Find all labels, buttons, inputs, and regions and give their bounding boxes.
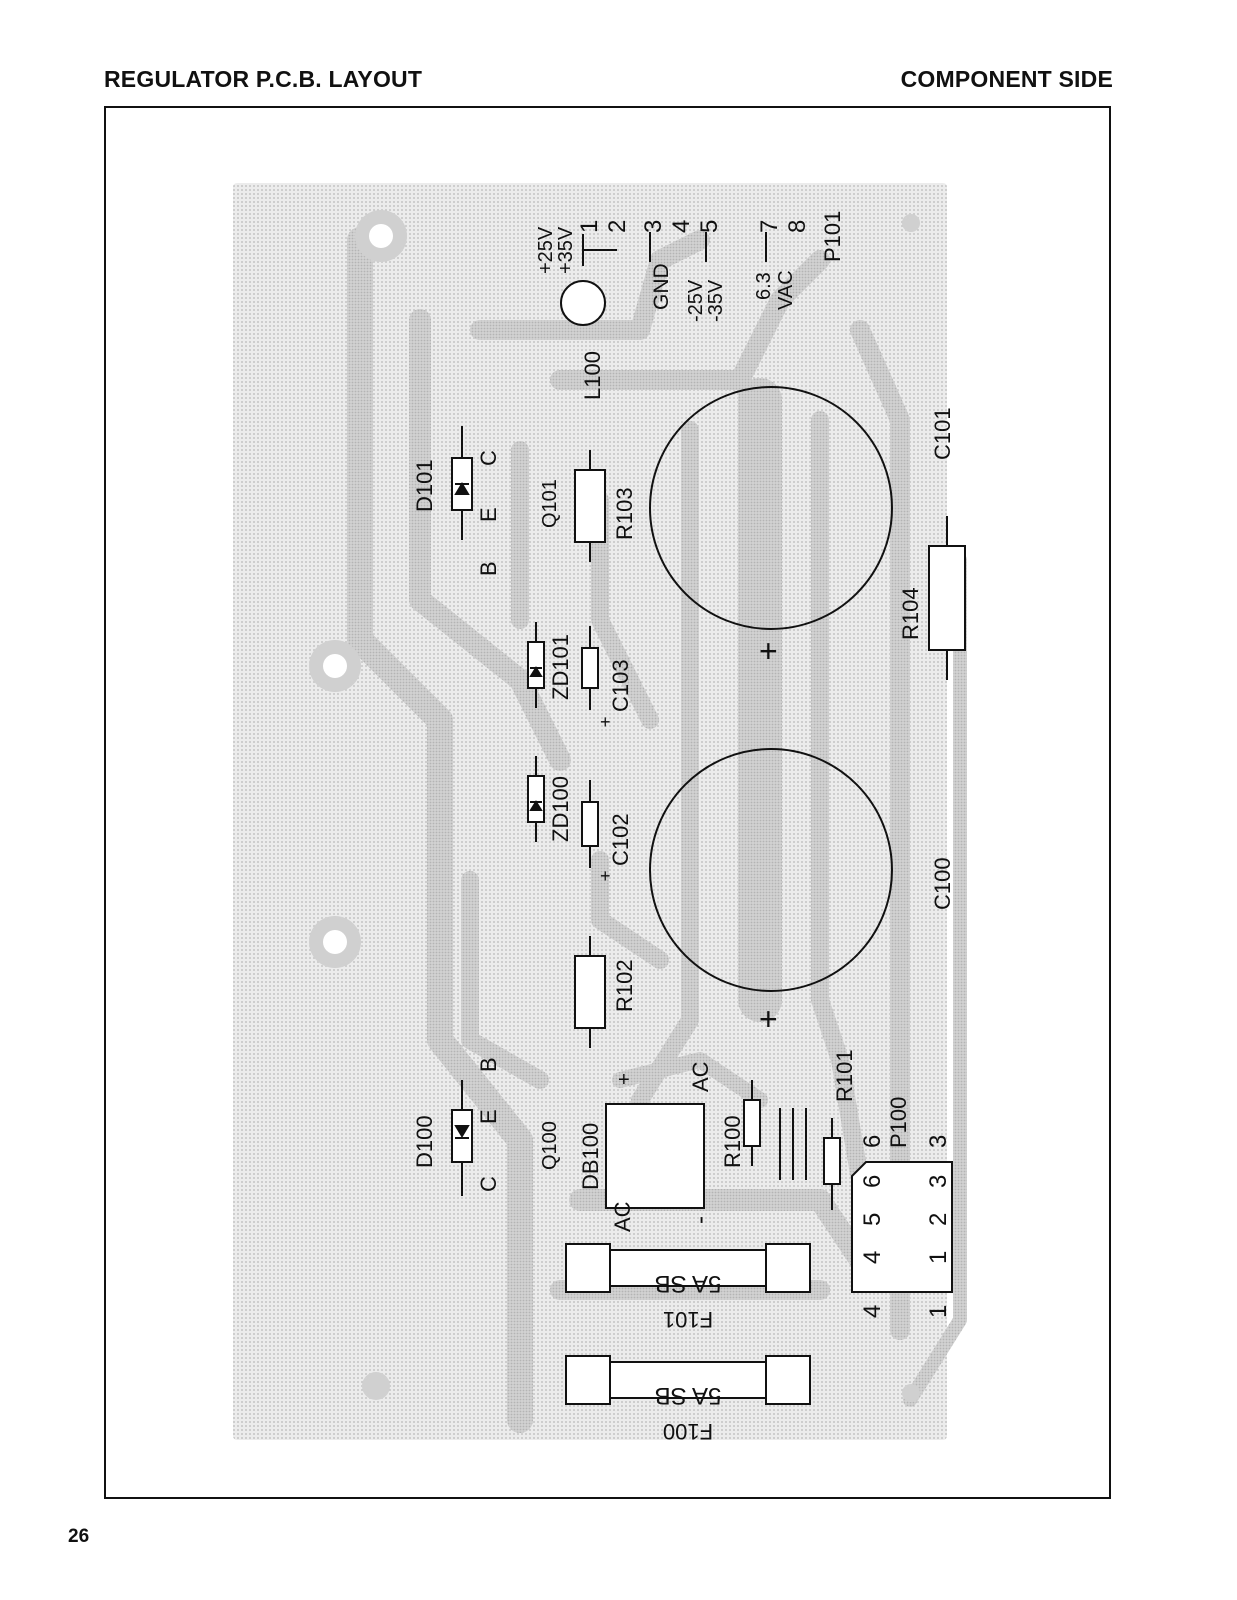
q100-c-label: C <box>476 1176 501 1192</box>
r104-label: R104 <box>898 587 923 640</box>
c102-capacitor <box>581 780 599 868</box>
zd101-zener <box>527 622 545 708</box>
r101-resistor <box>823 1118 841 1210</box>
r102-label: R102 <box>612 959 637 1012</box>
page-number: 26 <box>68 1526 90 1547</box>
f100-rating: 5A SB <box>655 1382 722 1409</box>
zd101-label: ZD101 <box>548 634 573 700</box>
p100-pin6-outer: 6 <box>859 1135 886 1148</box>
p101-pin-1: 1 <box>576 220 603 233</box>
db100-plus: + <box>618 1069 630 1091</box>
r103-label: R103 <box>612 487 637 540</box>
p101-plus-35v: +35V <box>555 226 577 274</box>
c100-capacitor <box>649 748 893 992</box>
p100-pin1-inner: 1 <box>925 1251 952 1264</box>
connector-p101 <box>582 232 767 266</box>
p100-label: P100 <box>886 1097 911 1148</box>
d101-diode <box>451 426 473 540</box>
q101-e-label: E <box>476 507 501 522</box>
db100-ac-top: AC <box>688 1061 713 1092</box>
p101-pin-8: 8 <box>784 220 811 233</box>
p101-6-3: 6.3 <box>753 272 775 300</box>
p101-gnd: GND <box>650 263 673 310</box>
f101-label: F101 <box>663 1307 713 1332</box>
p101-pin-7: 7 <box>756 220 783 233</box>
c101-capacitor <box>649 386 893 630</box>
p101-pin-2: 2 <box>604 220 631 233</box>
p100-pin5-inner: 5 <box>859 1213 886 1226</box>
r100-label: R100 <box>720 1115 745 1168</box>
c102-label: C102 <box>608 813 633 866</box>
f100-label: F100 <box>663 1419 713 1444</box>
p100-pin4-inner: 4 <box>859 1251 886 1264</box>
q101-c-label: C <box>476 450 501 466</box>
r100-resistor <box>743 1080 761 1166</box>
p101-pin-5: 5 <box>696 220 723 233</box>
p101-minus-35v: -35V <box>705 279 727 322</box>
db100-ac-bottom: AC <box>610 1201 635 1232</box>
c103-capacitor <box>581 626 599 710</box>
p100-pin3-inner: 3 <box>925 1175 952 1188</box>
r101-label: R101 <box>832 1049 857 1102</box>
page-title: REGULATOR P.C.B. LAYOUT <box>104 66 423 92</box>
c101-plus: + <box>759 633 778 669</box>
c103-plus: + <box>600 712 611 732</box>
q100-e-label: E <box>476 1109 501 1124</box>
zd100-zener <box>527 756 545 842</box>
p100-pin6-inner: 6 <box>859 1175 886 1188</box>
r103-resistor <box>574 450 606 562</box>
q101-b-label: B <box>476 561 501 576</box>
p101-pin-3: 3 <box>640 220 667 233</box>
side-label: COMPONENT SIDE <box>900 66 1113 92</box>
d100-diode <box>451 1080 473 1196</box>
q100-label: Q100 <box>539 1121 561 1170</box>
r104-resistor <box>928 516 966 680</box>
diagram-frame <box>104 106 1111 1499</box>
p101-plus-25v: +25V <box>535 226 557 274</box>
f100-fuse <box>565 1355 811 1405</box>
d100-label: D100 <box>412 1115 437 1168</box>
f101-fuse <box>565 1243 811 1293</box>
db100-label: DB100 <box>578 1123 603 1190</box>
p101-minus-25v: -25V <box>685 279 707 322</box>
zd100-label: ZD100 <box>548 776 573 842</box>
p101-pin-4: 4 <box>668 220 695 233</box>
p100-pin4-outer: 4 <box>859 1305 886 1318</box>
c102-plus: + <box>600 866 611 886</box>
p101-vac: VAC <box>775 270 797 310</box>
q101-label: Q101 <box>539 479 561 528</box>
p100-pin3-outer: 3 <box>925 1135 952 1148</box>
r102-resistor <box>574 936 606 1048</box>
p101-name: P101 <box>820 211 845 262</box>
c100-plus: + <box>759 1001 778 1037</box>
l100-label: L100 <box>580 351 605 400</box>
l100-coil <box>560 280 606 326</box>
f101-rating: 5A SB <box>655 1270 722 1297</box>
c100-label: C100 <box>930 857 955 910</box>
p100-pin1-outer: 1 <box>925 1305 952 1318</box>
c103-label: C103 <box>608 659 633 712</box>
c101-label: C101 <box>930 407 955 460</box>
jumper-lines <box>779 1108 807 1180</box>
db100-bridge <box>605 1103 705 1209</box>
mounting-holes <box>309 210 920 1402</box>
p100-pin2-inner: 2 <box>925 1213 952 1226</box>
p100-connector <box>851 1161 953 1293</box>
d101-label: D101 <box>412 459 437 512</box>
q100-b-label: B <box>476 1057 501 1072</box>
db100-minus: - <box>687 1216 714 1224</box>
